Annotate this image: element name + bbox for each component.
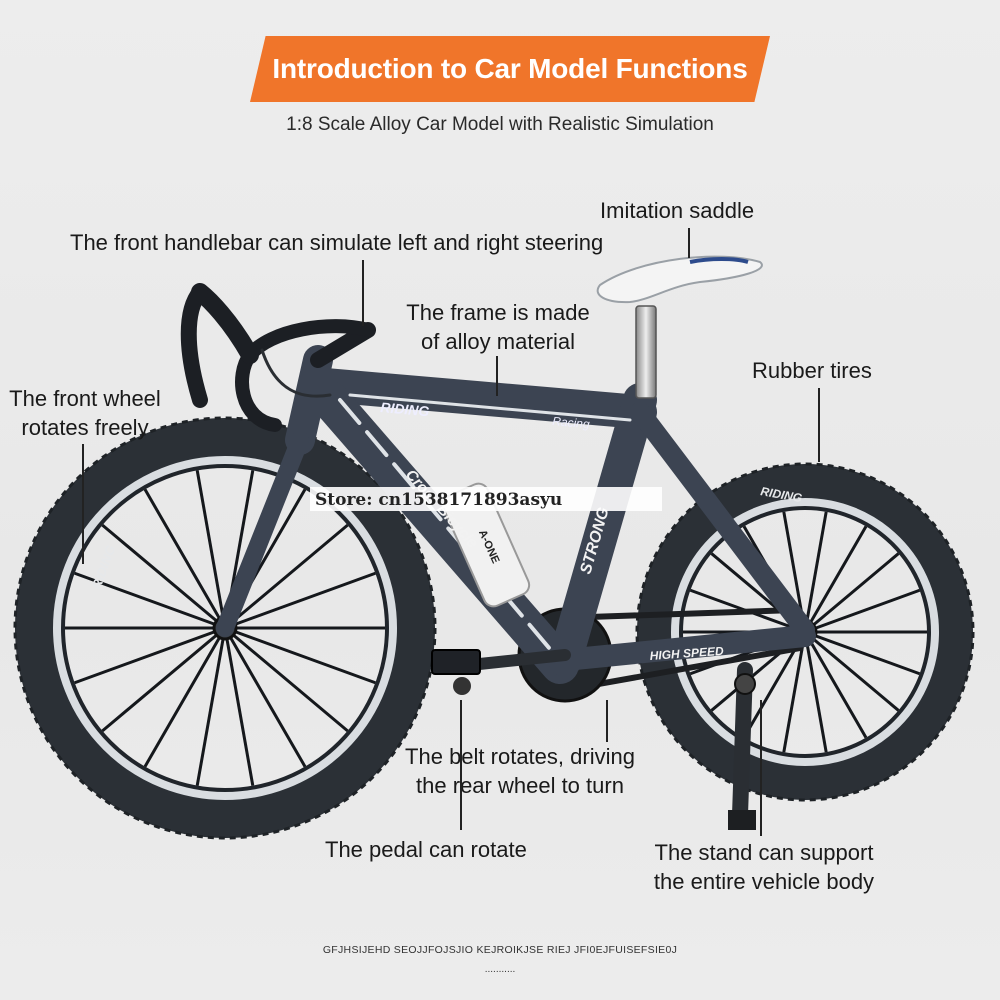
wheel-spoke — [224, 626, 349, 732]
callout-belt-line2: the rear wheel to turn — [416, 773, 624, 798]
top-tube-decal: RIDING — [380, 399, 430, 419]
callout-line-stand — [760, 700, 762, 836]
wheel-spoke — [803, 525, 868, 633]
callout-stand: The stand can support the entire vehicle… — [630, 838, 898, 896]
callout-pedal: The pedal can rotate — [325, 837, 527, 862]
front-wheel — [13, 416, 437, 840]
front-rim-decal: RIDING — [89, 543, 119, 591]
wheel-spoke — [803, 511, 828, 633]
callout-belt-line1: The belt rotates, driving — [405, 744, 635, 769]
callout-frame: The frame is made of alloy material — [388, 298, 608, 356]
title-banner — [250, 36, 770, 102]
callout-front-wheel-line1: The front wheel — [9, 386, 161, 411]
callout-front-wheel-line2: rotates freely — [21, 415, 149, 440]
callout-line-tires — [818, 388, 820, 462]
water-bottle: A-ONE — [441, 482, 531, 608]
wheel-spoke — [803, 631, 828, 753]
wheel-spoke — [803, 631, 868, 739]
callout-frame-line2: of alloy material — [420, 329, 576, 354]
kickstand — [728, 662, 756, 830]
handlebar — [180, 283, 376, 432]
pedal — [431, 649, 571, 695]
wheel-spoke — [143, 488, 227, 629]
callout-line-handlebar — [362, 260, 364, 326]
wheel-spoke — [804, 588, 921, 634]
callout-saddle: Imitation saddle — [600, 198, 755, 223]
callout-frame-line1: The frame is made — [406, 300, 590, 325]
store-watermark: Store: cn1538171893asyu — [310, 487, 662, 511]
callout-line-pedal — [460, 700, 462, 830]
saddle — [596, 255, 763, 399]
wheel-spoke — [223, 627, 307, 768]
page-subtitle: 1:8 Scale Alloy Car Model with Realistic… — [286, 114, 714, 135]
wheel-spoke — [224, 524, 349, 630]
wheel-spoke — [804, 630, 921, 676]
callout-handlebar: The front handlebar can simulate left an… — [70, 230, 604, 255]
callout-line-belt — [606, 700, 608, 742]
callout-stand-line2: the entire vehicle body — [653, 869, 875, 894]
footer-text: GFJHSIJEHD SEOJJFOJSJIO KEJROIKJSE RIEJ … — [322, 944, 678, 956]
chainstay-decal: HIGH SPEED — [649, 644, 724, 663]
wheel-spoke — [804, 552, 900, 634]
wheel-spoke — [195, 627, 227, 786]
callout-line-front-wheel — [82, 444, 84, 564]
footer-dots: ........... — [484, 964, 516, 975]
wheel-spoke — [223, 627, 255, 786]
callout-line-frame — [496, 356, 498, 396]
bike-frame — [216, 345, 816, 684]
wheel-spoke — [224, 571, 376, 630]
callout-tires: Rubber tires — [752, 358, 872, 383]
wheel-spoke — [782, 631, 807, 753]
callout-stand-line1: The stand can support — [654, 840, 874, 865]
wheel-spoke — [101, 626, 226, 732]
wheel-spoke — [804, 630, 900, 712]
wheel-spoke — [224, 626, 376, 685]
wheel-spoke — [101, 524, 226, 630]
wheel-spoke — [195, 470, 227, 629]
racing-decal: Racing — [552, 414, 591, 431]
callout-front-wheel: The front wheel rotates freely — [0, 384, 170, 442]
callout-belt: The belt rotates, driving the rear wheel… — [380, 742, 660, 800]
wheel-spoke — [143, 627, 227, 768]
page-title: Introduction to Car Model Functions — [272, 53, 748, 84]
wheel-spoke — [74, 571, 226, 630]
callout-line-saddle — [688, 228, 690, 258]
wheel-spoke — [74, 626, 226, 685]
svg-text:Store: cn1538171893asyu: Store: cn1538171893asyu — [315, 490, 562, 510]
